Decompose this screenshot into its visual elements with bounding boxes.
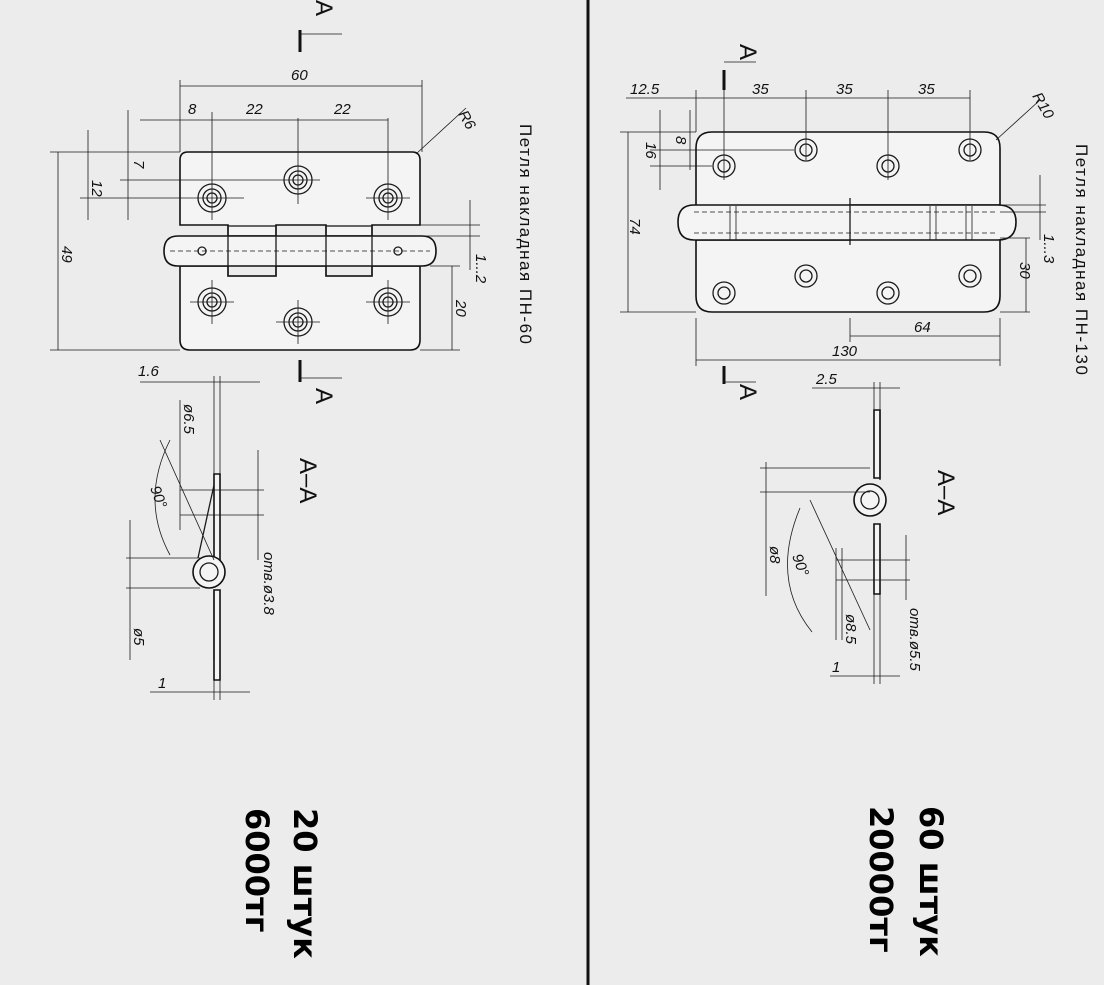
section-mark-bottom: A [310, 388, 337, 404]
dim-22-a: 22 [245, 101, 263, 118]
left-labels: 60 8 22 22 12 7 49 20 R6 1...2 1.6 ø6.5 … [58, 0, 535, 959]
dim-30: 30 [1016, 262, 1033, 279]
right-section-view [760, 382, 910, 684]
dim-dia-5: ø5 [130, 628, 147, 646]
dim-49: 49 [58, 246, 75, 263]
dim-60: 60 [291, 67, 308, 84]
dim-hole: oтв.ø5.5 [906, 608, 923, 672]
dim-1: 1 [158, 675, 166, 692]
dim-12: 12 [88, 180, 105, 197]
dim-35-c: 35 [918, 81, 935, 98]
section-title: A–A [294, 458, 321, 503]
price: 20000тг [862, 806, 900, 953]
right-dimension-lines [620, 61, 1046, 384]
dim-hole: oтв.ø3.8 [260, 552, 277, 616]
dim-22-b: 22 [333, 101, 351, 118]
drawing-title: Петля накладная ПН-60 [516, 124, 535, 345]
dim-1-6: 1.6 [138, 363, 160, 380]
dim-16: 16 [642, 142, 659, 159]
section-title: A–A [932, 470, 959, 515]
dim-gap: 1...3 [1040, 234, 1057, 264]
left-section-view [126, 376, 264, 700]
dim-7: 7 [130, 160, 147, 169]
section-mark-top: A [310, 0, 337, 16]
dim-angle: 90° [788, 552, 812, 579]
dim-130: 130 [832, 343, 858, 360]
left-hinge-plan [163, 118, 437, 351]
dim-dia-8: ø8 [766, 546, 783, 564]
dim-2-5: 2.5 [815, 371, 838, 388]
dim-dia-6-5: ø6.5 [180, 404, 197, 435]
right-hinge-plan [677, 131, 1017, 313]
section-mark-bottom: A [734, 384, 761, 400]
dim-12-5: 12.5 [630, 81, 660, 98]
dim-35-a: 35 [752, 81, 769, 98]
quantity: 20 штук [286, 808, 324, 959]
dim-64: 64 [914, 319, 931, 336]
dim-1: 1 [832, 659, 840, 676]
dim-8: 8 [672, 136, 689, 145]
dim-r6: R6 [455, 108, 480, 134]
left-dimension-lines [50, 30, 480, 382]
dim-74: 74 [626, 218, 643, 235]
dim-r10: R10 [1029, 90, 1058, 123]
drawing-title: Петля накладная ПН-130 [1072, 144, 1091, 376]
price: 6000тг [238, 808, 276, 932]
dim-20: 20 [452, 299, 469, 317]
dim-gap: 1...2 [472, 254, 489, 284]
dim-8: 8 [188, 101, 197, 118]
section-mark-top: A [734, 44, 761, 60]
dim-angle: 90° [146, 484, 170, 511]
dim-dia-8-5: ø8.5 [842, 614, 859, 645]
dim-35-b: 35 [836, 81, 853, 98]
quantity: 60 штук [912, 806, 950, 957]
